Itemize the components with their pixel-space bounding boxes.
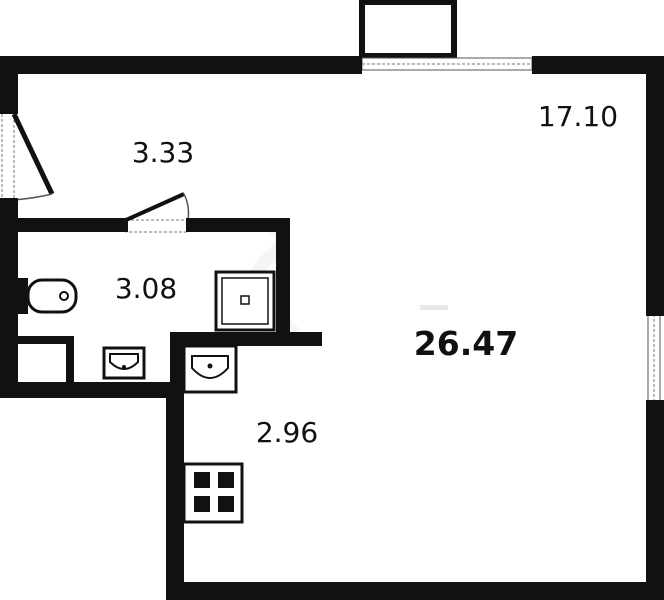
walls bbox=[0, 56, 664, 600]
wall-kitchen-left bbox=[166, 382, 184, 600]
area-label-hallway: 3.33 bbox=[132, 136, 194, 169]
wall-bottom bbox=[166, 582, 664, 600]
area-label-living-room: 17.10 bbox=[538, 100, 618, 133]
right-window bbox=[646, 310, 664, 406]
stove-icon bbox=[182, 462, 244, 524]
wall-closet-right bbox=[66, 336, 74, 386]
bathroom-door bbox=[122, 192, 192, 233]
wall-sink-divider bbox=[170, 332, 184, 384]
wall-right-lower bbox=[646, 402, 664, 600]
wall-bath-top-left bbox=[18, 218, 126, 232]
wall-left-upper bbox=[0, 56, 18, 112]
shower-icon bbox=[214, 270, 276, 332]
entry-door bbox=[0, 108, 55, 204]
balcony-window bbox=[356, 56, 538, 74]
wall-closet-top bbox=[18, 336, 74, 344]
area-label-total: 26.47 bbox=[414, 324, 518, 363]
kitchen-sink-icon bbox=[182, 344, 238, 394]
wall-left-lower bbox=[0, 200, 18, 398]
bathroom-sink-icon bbox=[102, 346, 146, 380]
wall-right-upper bbox=[646, 56, 664, 314]
watermark-mark bbox=[420, 305, 448, 310]
wall-top-right bbox=[532, 56, 664, 74]
area-label-kitchen: 2.96 bbox=[256, 416, 318, 449]
wall-bath-stub bbox=[170, 332, 322, 346]
balcony bbox=[359, 0, 457, 59]
wall-bath-bottom bbox=[0, 382, 184, 398]
toilet-icon bbox=[18, 278, 78, 314]
wall-bath-right bbox=[276, 218, 290, 346]
wall-bath-top-right bbox=[188, 218, 290, 232]
area-label-bathroom: 3.08 bbox=[115, 272, 177, 305]
wall-top-left bbox=[0, 56, 362, 74]
